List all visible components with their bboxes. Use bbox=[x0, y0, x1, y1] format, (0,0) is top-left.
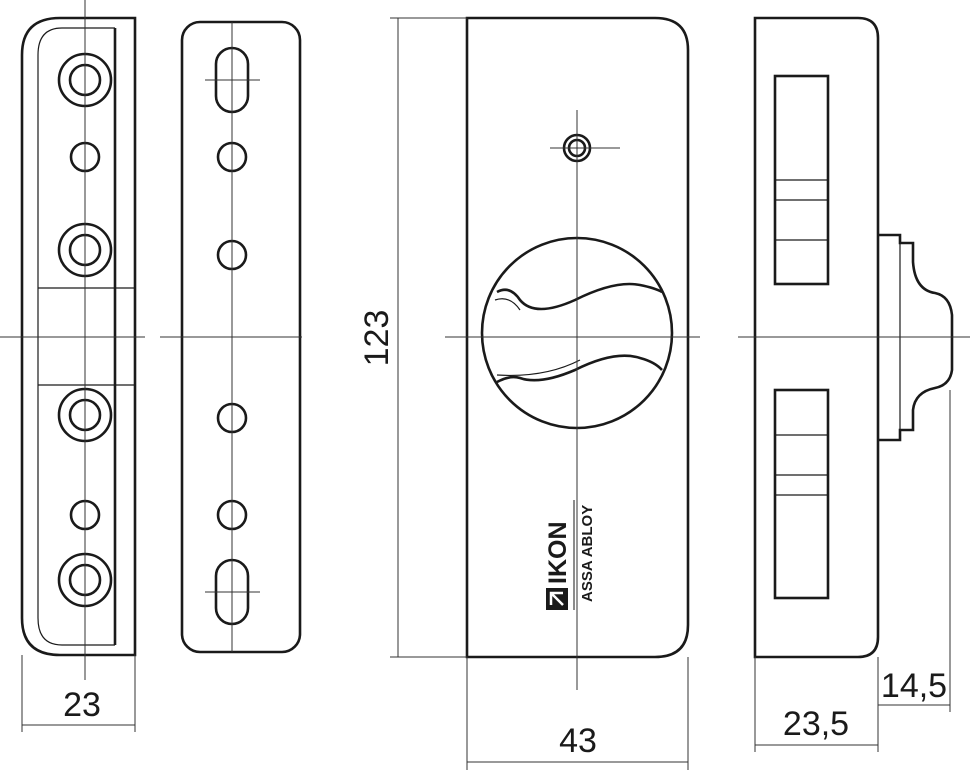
dim-label-43: 43 bbox=[559, 722, 597, 760]
logo-brand: IKON bbox=[544, 522, 572, 585]
depth-view: 23,5 14,5 bbox=[738, 16, 970, 752]
logo-sub: ASSA ABLOY bbox=[579, 505, 596, 602]
front-view: IKON ASSA ABLOY 123 43 bbox=[358, 16, 700, 770]
dim-label-23-5: 23,5 bbox=[783, 705, 849, 743]
dim-label-14-5: 14,5 bbox=[881, 667, 947, 705]
ikon-logo: IKON ASSA ABLOY bbox=[544, 500, 596, 610]
dim-label-123: 123 bbox=[358, 310, 396, 367]
dimension-knob-depth: 14,5 bbox=[878, 390, 951, 712]
dim-label-23: 23 bbox=[63, 686, 101, 724]
dimension-front-width: 43 bbox=[466, 657, 689, 770]
plate-view bbox=[160, 20, 302, 654]
side-view: 23 bbox=[0, 0, 145, 732]
dimension-depth: 23,5 bbox=[754, 657, 879, 752]
dimension-side-width: 23 bbox=[21, 655, 136, 732]
dimension-height: 123 bbox=[358, 17, 467, 658]
